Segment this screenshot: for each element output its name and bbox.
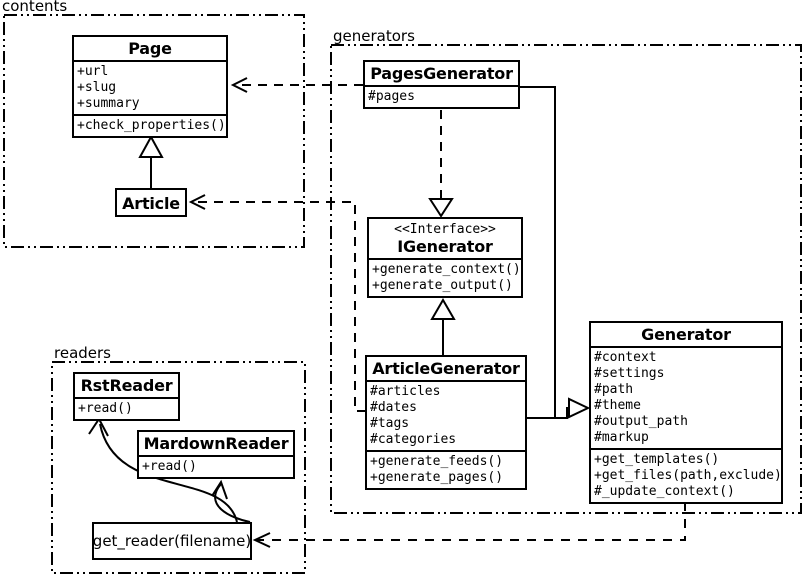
rstreader-methods-compartment: +read() [75, 397, 178, 419]
class-box-generator: Generator #context #settings #path #them… [589, 321, 783, 504]
edge-getreader-mardownreader-curve [214, 483, 251, 523]
edge-getreader-rstreader-arrowhead [88, 417, 109, 437]
package-readers-border [51, 361, 306, 574]
class-title-articlegenerator: ArticleGenerator [372, 359, 520, 378]
attribute-row: #markup [594, 430, 649, 445]
method-row: +read() [142, 459, 197, 474]
edge-articlegenerator-article-arrowhead [188, 194, 206, 210]
edge-articlegenerator-article-line [192, 201, 366, 412]
generator-methods-compartment: +get_templates() +get_files(path,exclude… [591, 448, 782, 502]
class-title-pagesgenerator: PagesGenerator [370, 64, 513, 83]
attribute-row: #articles [370, 384, 441, 399]
class-title-generator: Generator [641, 325, 731, 344]
edge-getreader-rstreader-curve [99, 423, 238, 523]
method-row: +generate_feeds() [370, 454, 504, 469]
class-title-rstreader: RstReader [80, 376, 173, 395]
attribute-row: #theme [594, 398, 641, 413]
package-label-contents: contents [2, 0, 68, 15]
edge-articlegenerator-igenerator-triangle [430, 298, 456, 320]
edge-article-page-triangle [138, 134, 164, 158]
attribute-row: +slug [77, 80, 117, 95]
generator-attributes-compartment: #context #settings #path #theme #output_… [591, 346, 781, 448]
class-title-page: Page [128, 39, 172, 58]
attribute-row: #path [594, 382, 634, 397]
attribute-row: +summary [77, 96, 140, 111]
attribute-row: #tags [370, 416, 410, 431]
igenerator-methods-compartment: +generate_context() +generate_output() [369, 258, 521, 296]
edge-getreader-mardownreader-arrowhead [211, 479, 228, 500]
class-box-igenerator: <<Interface>> IGenerator +generate_conte… [367, 217, 523, 298]
class-box-articlegenerator: ArticleGenerator #articles #dates #tags … [365, 355, 527, 490]
class-box-pagesgenerator: PagesGenerator #pages [363, 60, 520, 109]
function-box-get-reader: get_reader(filename) [92, 522, 252, 560]
method-row: +get_templates() [594, 452, 720, 467]
edge-generator-getreader-line [257, 502, 686, 541]
edge-articlegenerator-generator-line [527, 407, 569, 419]
method-row: +get_files(path,exclude) [594, 468, 782, 483]
method-row: +read() [78, 401, 133, 416]
page-methods-compartment: +check_properties() [74, 114, 226, 136]
package-label-readers: readers [54, 344, 111, 362]
pagesgenerator-attributes-compartment: #pages [365, 85, 518, 107]
class-title-igenerator: IGenerator [397, 237, 493, 256]
class-box-page: Page +url +slug +summary +check_properti… [72, 35, 228, 138]
package-generators-border [330, 44, 802, 514]
edge-pagesgenerator-generator-line [520, 86, 556, 418]
attribute-row: #categories [370, 432, 457, 447]
articlegenerator-attributes-compartment: #articles #dates #tags #categories [367, 380, 525, 450]
page-attributes-compartment: +url +slug +summary [74, 60, 226, 114]
edge-pagesgenerator-igenerator-triangle [428, 198, 454, 218]
get-reader-label: get_reader(filename) [92, 532, 252, 550]
class-box-article: Article [115, 188, 187, 217]
igenerator-stereotype: <<Interface>> [394, 222, 496, 237]
method-row: +generate_pages() [370, 470, 504, 485]
class-title-article: Article [122, 194, 180, 213]
package-contents-border [3, 14, 305, 248]
class-box-rstreader: RstReader +read() [73, 372, 180, 421]
class-box-mardownreader: MardownReader +read() [137, 430, 295, 479]
package-label-generators: generators [333, 27, 415, 45]
attribute-row: #output_path [594, 414, 688, 429]
method-row: +generate_output() [372, 278, 513, 293]
edge-generator-inheritance-triangle [568, 397, 591, 419]
attribute-row: #pages [368, 89, 415, 104]
attribute-row: #context [594, 350, 657, 365]
articlegenerator-methods-compartment: +generate_feeds() +generate_pages() [367, 450, 525, 488]
method-row: +generate_context() [372, 262, 521, 277]
attribute-row: #dates [370, 400, 417, 415]
method-row: +check_properties() [77, 118, 226, 133]
method-row: #_update_context() [594, 484, 735, 499]
edge-pagesgenerator-page-arrowhead [230, 77, 248, 93]
class-title-mardownreader: MardownReader [143, 434, 289, 453]
attribute-row: +url [77, 64, 109, 79]
edge-generator-getreader-arrowhead [252, 532, 271, 548]
mardownreader-methods-compartment: +read() [139, 455, 293, 477]
attribute-row: #settings [594, 366, 665, 381]
